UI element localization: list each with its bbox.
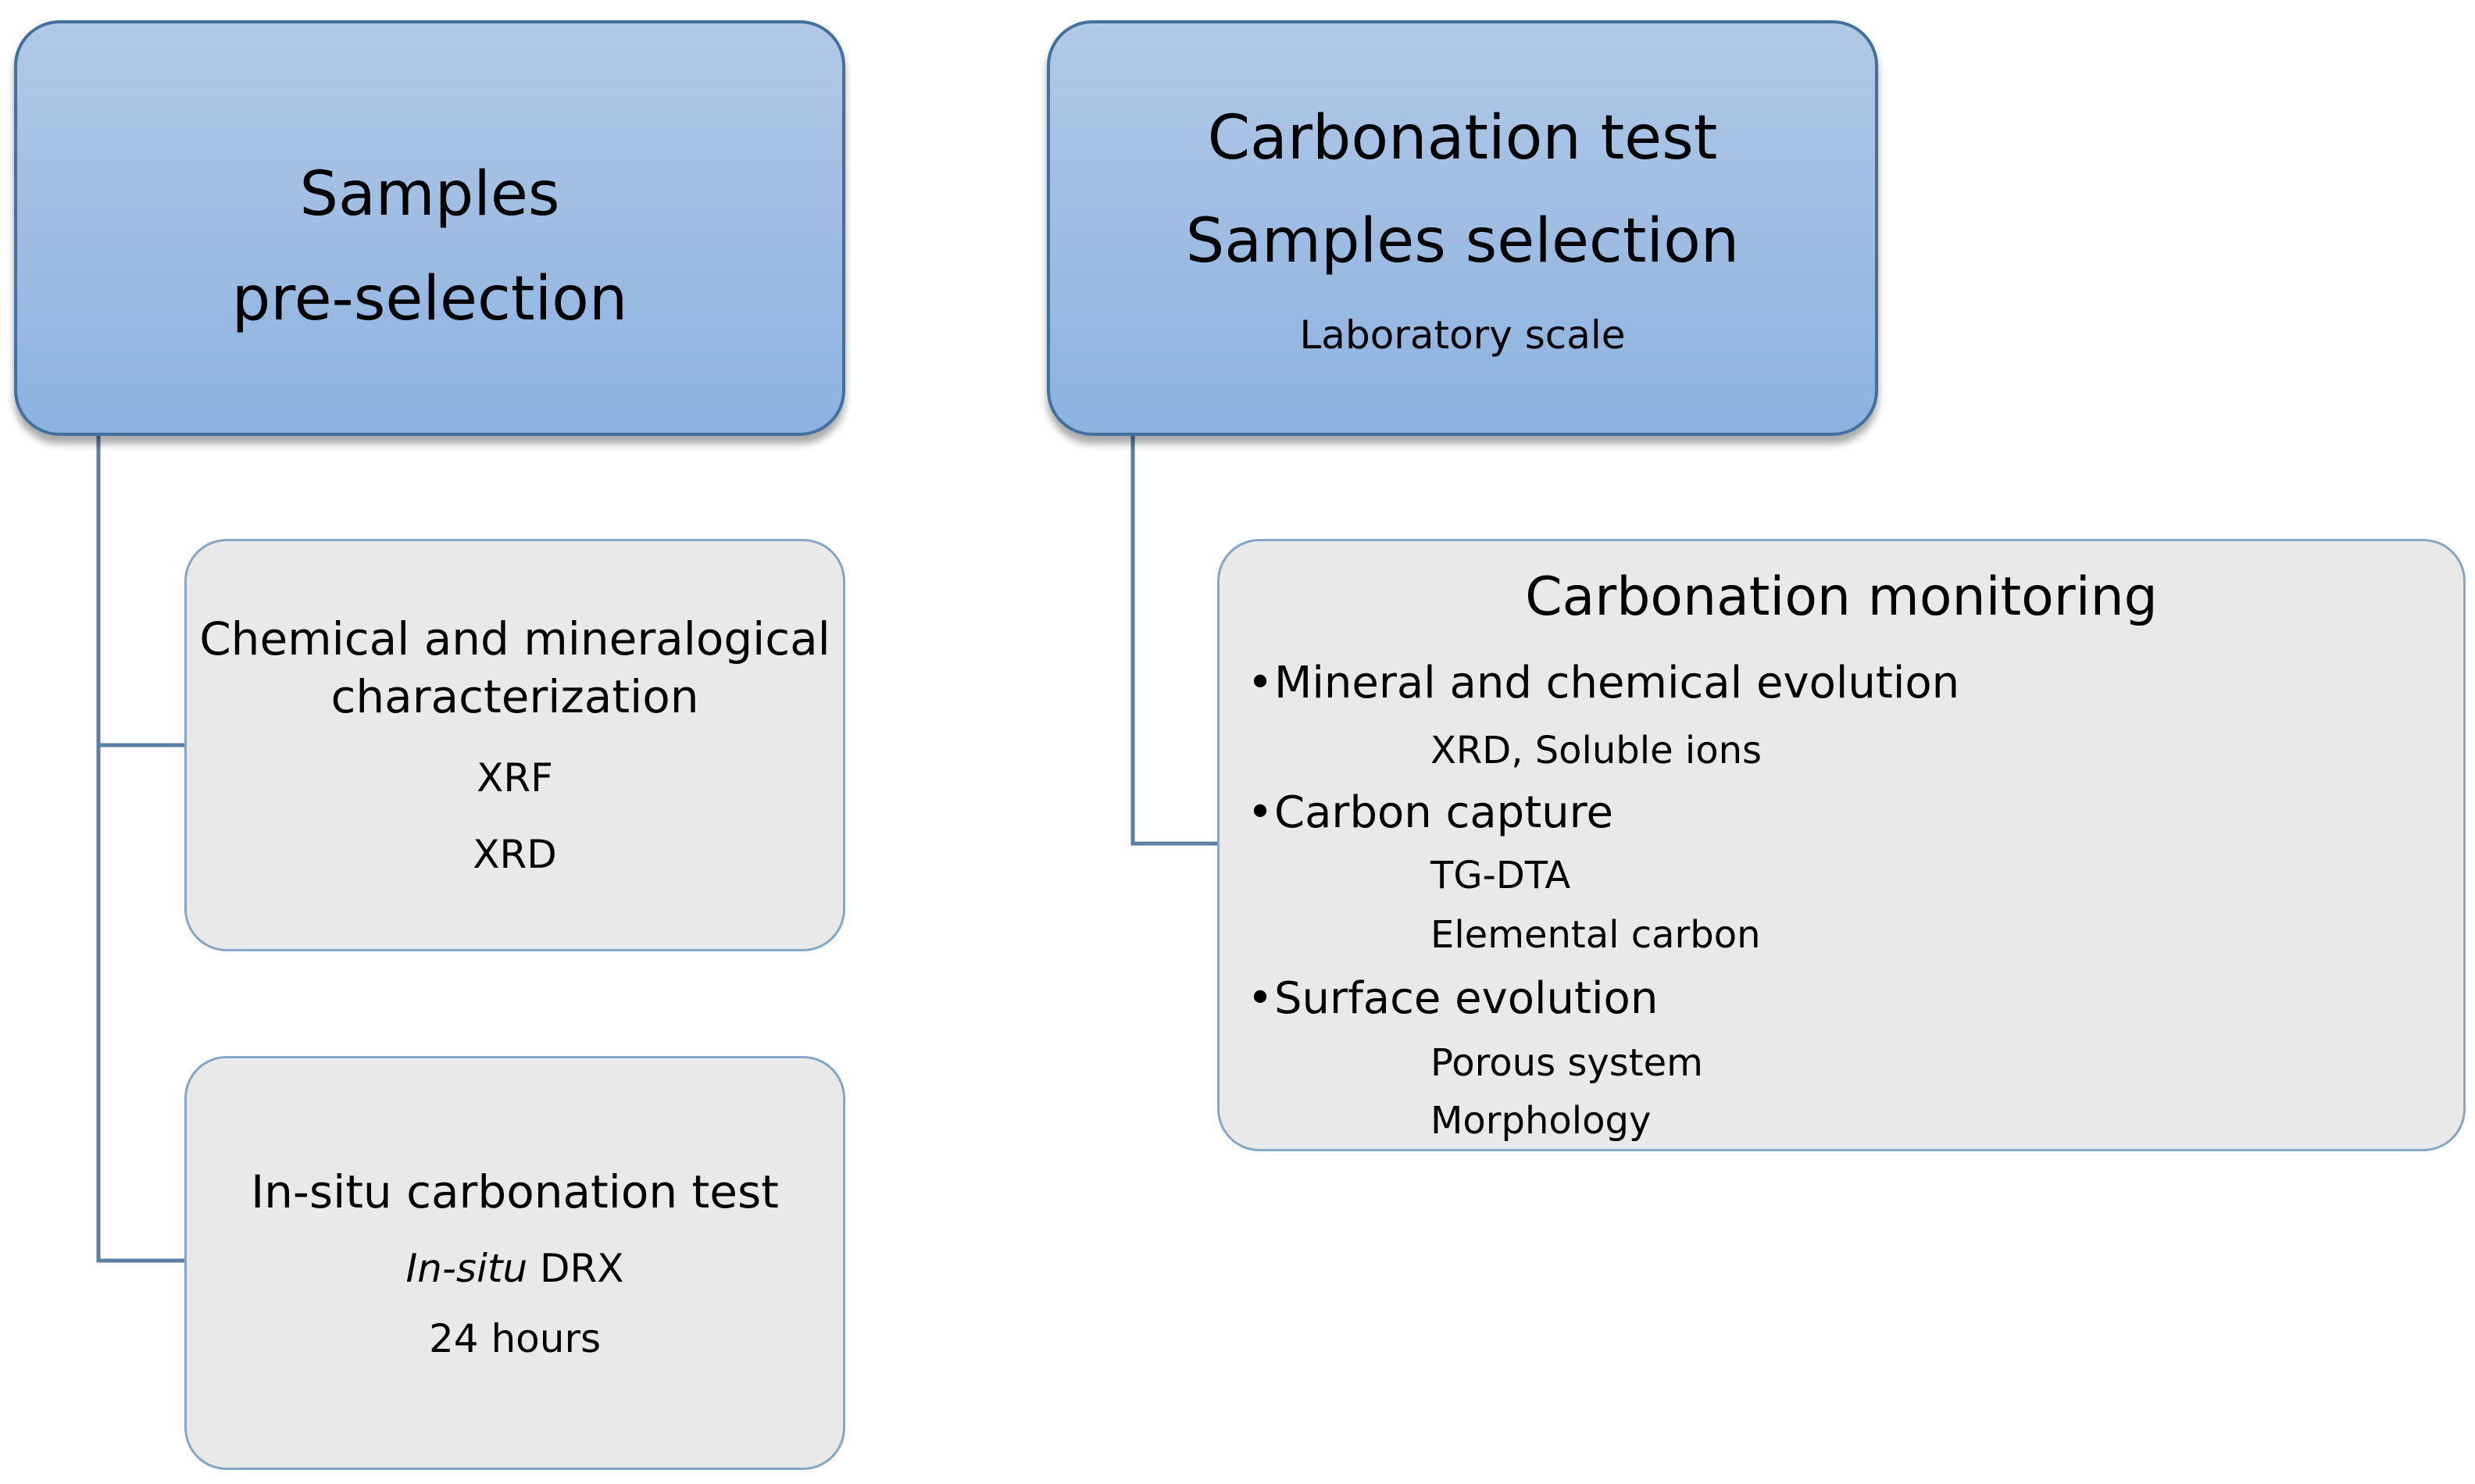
connector-right bbox=[1130, 434, 1217, 846]
left-header-line1: Samples bbox=[299, 159, 560, 230]
insitu-box-title: In-situ carbonation test bbox=[251, 1165, 779, 1218]
right-header-line3: Laboratory scale bbox=[1299, 312, 1626, 358]
detail-xrd-soluble-ions: XRD, Soluble ions bbox=[1430, 729, 1762, 772]
bullet: • bbox=[1247, 973, 1273, 1024]
insitu-box-line3: 24 hours bbox=[428, 1316, 602, 1361]
section-label: Mineral and chemical evolution bbox=[1274, 658, 1960, 708]
monitoring-section-surface: •Surface evolution bbox=[1246, 977, 1658, 1021]
carbonation-monitoring-box: Carbonation monitoring •Mineral and chem… bbox=[1217, 539, 2466, 1151]
section-label: Carbon capture bbox=[1274, 787, 1613, 838]
section-label: Surface evolution bbox=[1274, 973, 1659, 1024]
carbonation-test-header: Carbonation test Samples selection Labor… bbox=[1047, 20, 1878, 436]
monitoring-section-mineral: •Mineral and chemical evolution bbox=[1246, 662, 1959, 705]
samples-preselection-header: Samples pre-selection bbox=[14, 20, 845, 436]
bullet: • bbox=[1247, 787, 1273, 838]
detail-morphology: Morphology bbox=[1430, 1099, 1652, 1143]
chem-box-line2: characterization bbox=[330, 670, 699, 723]
left-header-line2: pre-selection bbox=[231, 264, 628, 334]
chemical-characterization-box: Chemical and mineralogical characterizat… bbox=[184, 539, 845, 951]
detail-porous-system: Porous system bbox=[1430, 1041, 1703, 1085]
right-header-line1: Carbonation test bbox=[1207, 103, 1718, 173]
connector-left-trunk bbox=[96, 434, 184, 1263]
monitoring-title: Carbonation monitoring bbox=[1525, 566, 2158, 628]
right-header-line2: Samples selection bbox=[1185, 206, 1740, 276]
chem-box-item-xrd: XRD bbox=[473, 832, 557, 877]
detail-elemental-carbon: Elemental carbon bbox=[1430, 913, 1761, 957]
insitu-italic: In-situ bbox=[405, 1246, 528, 1291]
chem-box-line1: Chemical and mineralogical bbox=[199, 612, 830, 665]
insitu-box-line2: In-situ DRX bbox=[187, 1249, 843, 1288]
bullet: • bbox=[1247, 658, 1273, 708]
monitoring-section-carbon-capture: •Carbon capture bbox=[1246, 787, 1612, 838]
chem-box-item-xrf: XRF bbox=[477, 755, 553, 801]
insitu-carbonation-box: In-situ carbonation test In-situ DRX 24 … bbox=[184, 1056, 845, 1470]
insitu-rest: DRX bbox=[527, 1246, 624, 1291]
detail-tg-dta: TG-DTA bbox=[1430, 854, 1571, 897]
